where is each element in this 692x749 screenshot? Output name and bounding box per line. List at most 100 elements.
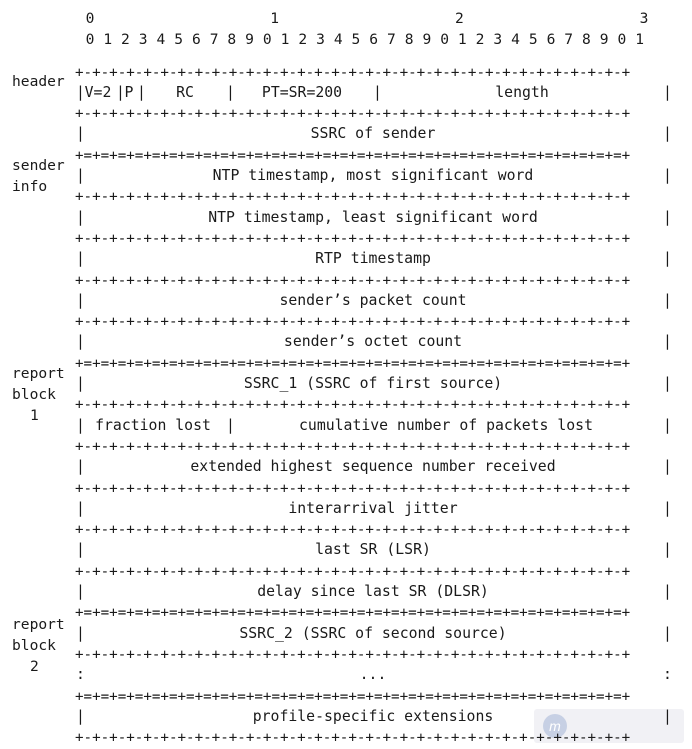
border-line: +-+-+-+-+-+-+-+-+-+-+-+-+-+-+-+-+-+-+-+-… — [75, 480, 631, 497]
field-word-11: last SR (LSR) — [315, 541, 431, 559]
bit-unit-13: 3 — [316, 31, 325, 48]
field-word-1: NTP timestamp, most significant word — [212, 167, 534, 184]
bit-unit-6: 6 — [191, 31, 201, 48]
border-line: +-+-+-+-+-+-+-+-+-+-+-+-+-+-+-+-+-+-+-+-… — [75, 730, 631, 747]
bit-unit-9: 9 — [245, 31, 254, 48]
section-label-sender: sender — [12, 157, 65, 174]
major-border-line: +=+=+=+=+=+=+=+=+=+=+=+=+=+=+=+=+=+=+=+=… — [75, 688, 631, 705]
field-word-13: SSRC_2 (SSRC of second source) — [239, 624, 507, 642]
section-label-block-number: 2 — [30, 658, 39, 675]
bit-unit-27: 7 — [564, 31, 574, 48]
field-word-5: sender’s octet count — [283, 333, 463, 351]
field-separator: | — [76, 583, 85, 600]
field-word-12: delay since last SR (DLSR) — [257, 583, 489, 600]
field-separator: | — [76, 125, 85, 143]
field-padding: P — [124, 83, 134, 101]
watermark: m — [534, 709, 684, 743]
field-separator: | — [137, 83, 146, 101]
section-label-block: block — [12, 386, 56, 403]
border-line: +-+-+-+-+-+-+-+-+-+-+-+-+-+-+-+-+-+-+-+-… — [75, 647, 631, 663]
border-line: +-+-+-+-+-+-+-+-+-+-+-+-+-+-+-+-+-+-+-+-… — [75, 231, 631, 247]
bit-unit-10: 0 — [262, 31, 272, 48]
field-separator: | — [76, 416, 85, 434]
major-border-line: +=+=+=+=+=+=+=+=+=+=+=+=+=+=+=+=+=+=+=+=… — [75, 147, 631, 164]
field-separator: | — [116, 83, 125, 101]
field-separator: | — [76, 333, 85, 351]
field-word-9: extended highest sequence number receive… — [190, 458, 556, 476]
border-line: +-+-+-+-+-+-+-+-+-+-+-+-+-+-+-+-+-+-+-+-… — [75, 397, 631, 414]
field-separator: | — [663, 83, 672, 101]
bit-unit-21: 1 — [457, 31, 467, 48]
field-separator: | — [663, 416, 672, 434]
field-separator: | — [76, 375, 85, 392]
bit-unit-31: 1 — [635, 31, 645, 48]
bit-unit-17: 7 — [387, 31, 396, 48]
border-line: +-+-+-+-+-+-+-+-+-+-+-+-+-+-+-+-+-+-+-+-… — [75, 64, 631, 81]
field-separator: | — [76, 624, 85, 642]
bit-unit-25: 5 — [528, 31, 538, 48]
section-label-block-number: 1 — [30, 407, 39, 424]
field-separator: | — [76, 499, 85, 517]
bit-unit-23: 3 — [493, 31, 503, 48]
border-line: +-+-+-+-+-+-+-+-+-+-+-+-+-+-+-+-+-+-+-+-… — [75, 563, 631, 580]
bit-unit-22: 2 — [475, 31, 485, 48]
bit-unit-20: 0 — [440, 31, 449, 48]
field-separator: | — [663, 458, 672, 476]
field-separator: | — [663, 541, 672, 559]
bit-unit-28: 8 — [582, 31, 591, 48]
bit-tens-3: 3 — [639, 10, 649, 27]
section-label-report: report — [12, 616, 65, 633]
bit-unit-7: 7 — [209, 31, 219, 48]
bit-unit-19: 9 — [422, 31, 432, 48]
field-version: V=2 — [84, 83, 112, 101]
field-separator: | — [76, 167, 85, 184]
bit-unit-16: 6 — [369, 31, 379, 48]
field-separator: | — [226, 83, 235, 101]
border-line: +-+-+-+-+-+-+-+-+-+-+-+-+-+-+-+-+-+-+-+-… — [75, 189, 631, 206]
field-word-3: RTP timestamp — [315, 250, 431, 268]
section-label-header: header — [12, 73, 65, 90]
field-word-10: interarrival jitter — [288, 499, 458, 517]
field-separator: | — [76, 458, 85, 476]
svg-text:m: m — [549, 718, 561, 734]
field-word-14: ... — [359, 666, 387, 684]
field-separator: | — [76, 291, 85, 309]
bit-unit-30: 0 — [617, 31, 627, 48]
bit-unit-24: 4 — [511, 31, 520, 48]
field-separator: | — [663, 583, 672, 600]
border-line: +-+-+-+-+-+-+-+-+-+-+-+-+-+-+-+-+-+-+-+-… — [75, 522, 631, 539]
field-separator: | — [663, 208, 672, 226]
field-separator: | — [76, 83, 85, 101]
border-line: +-+-+-+-+-+-+-+-+-+-+-+-+-+-+-+-+-+-+-+-… — [75, 314, 631, 331]
field-report-count: RC — [176, 83, 194, 101]
bit-unit-29: 9 — [599, 31, 609, 48]
field-word-15: profile-specific extensions — [252, 707, 494, 725]
field-word-6: SSRC_1 (SSRC of first source) — [243, 375, 503, 392]
bit-unit-26: 6 — [546, 31, 556, 48]
field-separator: | — [76, 541, 85, 559]
field-separator: | — [226, 416, 235, 434]
bit-unit-2: 2 — [121, 31, 130, 48]
bit-unit-1: 1 — [103, 31, 113, 48]
border-line: +-+-+-+-+-+-+-+-+-+-+-+-+-+-+-+-+-+-+-+-… — [75, 106, 631, 123]
im-logo-icon: m — [543, 714, 567, 738]
field-packet-type: PT=SR=200 — [261, 83, 343, 101]
bit-tens-0: 0 — [85, 10, 95, 27]
border-line: +-+-+-+-+-+-+-+-+-+-+-+-+-+-+-+-+-+-+-+-… — [75, 439, 631, 455]
bit-unit-0: 0 — [85, 31, 95, 48]
field-separator: | — [663, 167, 672, 184]
bit-tens-2: 2 — [454, 10, 464, 27]
major-border-line: +=+=+=+=+=+=+=+=+=+=+=+=+=+=+=+=+=+=+=+=… — [75, 605, 631, 622]
field-separator: | — [373, 83, 382, 101]
bit-unit-18: 8 — [404, 31, 414, 48]
field-separator: | — [76, 707, 85, 725]
field-length: length — [495, 83, 549, 101]
bit-unit-3: 3 — [138, 31, 148, 48]
bit-unit-15: 5 — [351, 31, 361, 48]
field-word-4: sender’s packet count — [279, 291, 467, 309]
field-fraction-lost: fraction lost — [95, 416, 211, 434]
major-border-line: +=+=+=+=+=+=+=+=+=+=+=+=+=+=+=+=+=+=+=+=… — [75, 355, 631, 372]
field-separator: | — [663, 125, 672, 143]
field-separator: | — [663, 624, 672, 642]
